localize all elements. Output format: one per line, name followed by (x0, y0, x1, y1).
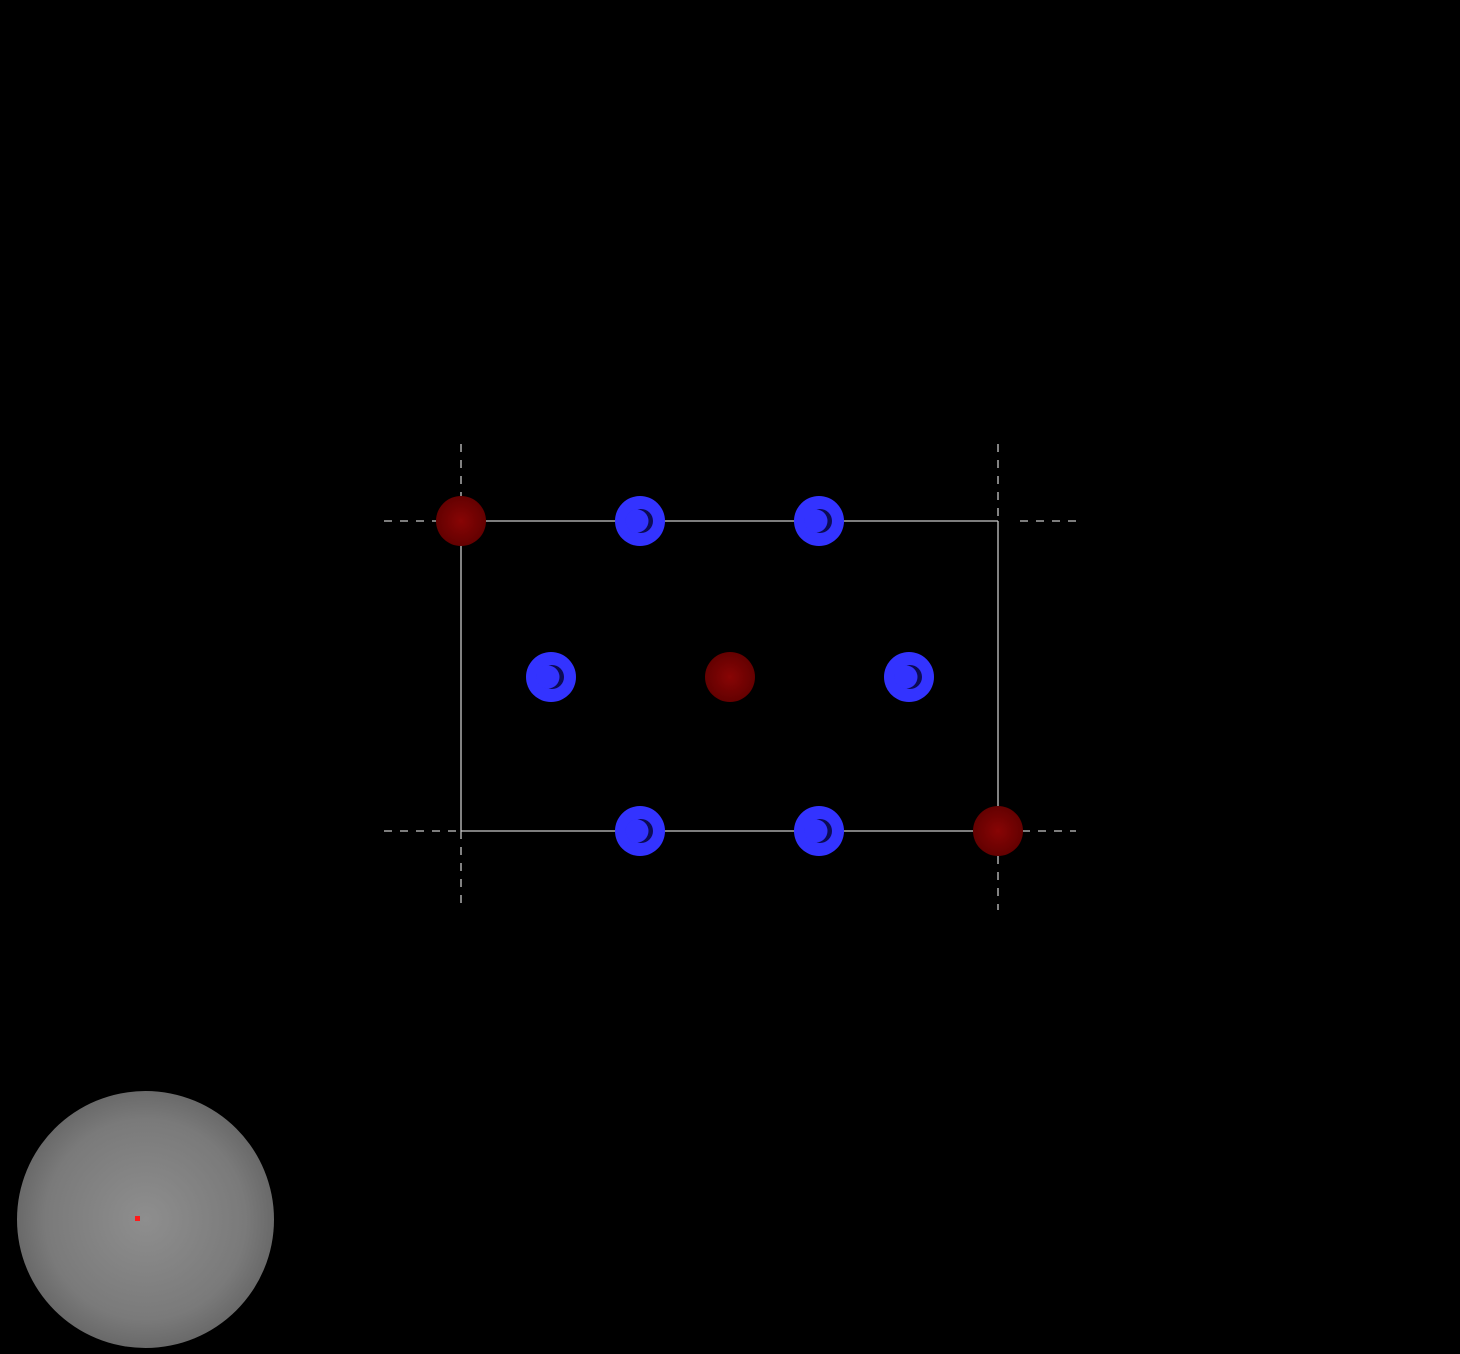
crescent-mask (625, 819, 649, 843)
periodic-boundary-lines (384, 444, 1076, 910)
unit-cell-edges (460, 520, 999, 832)
red-atom (973, 806, 1023, 856)
crescent-mask (625, 509, 649, 533)
crescent-mask (894, 665, 918, 689)
crescent-mask (804, 509, 828, 533)
crescent-mask (804, 819, 828, 843)
blue-atom (615, 496, 665, 546)
blue-atom (884, 652, 934, 702)
red-atom (436, 496, 486, 546)
blue-atom (794, 806, 844, 856)
red-atom-sphere (436, 496, 486, 546)
red-atom-sphere (705, 652, 755, 702)
orientation-sphere-widget[interactable] (17, 1091, 274, 1348)
atoms-layer (436, 496, 1023, 856)
red-atom (705, 652, 755, 702)
blue-atom (794, 496, 844, 546)
red-atom-sphere (973, 806, 1023, 856)
blue-atom (615, 806, 665, 856)
orientation-axis-marker (135, 1216, 140, 1221)
crescent-mask (536, 665, 560, 689)
blue-atom (526, 652, 576, 702)
